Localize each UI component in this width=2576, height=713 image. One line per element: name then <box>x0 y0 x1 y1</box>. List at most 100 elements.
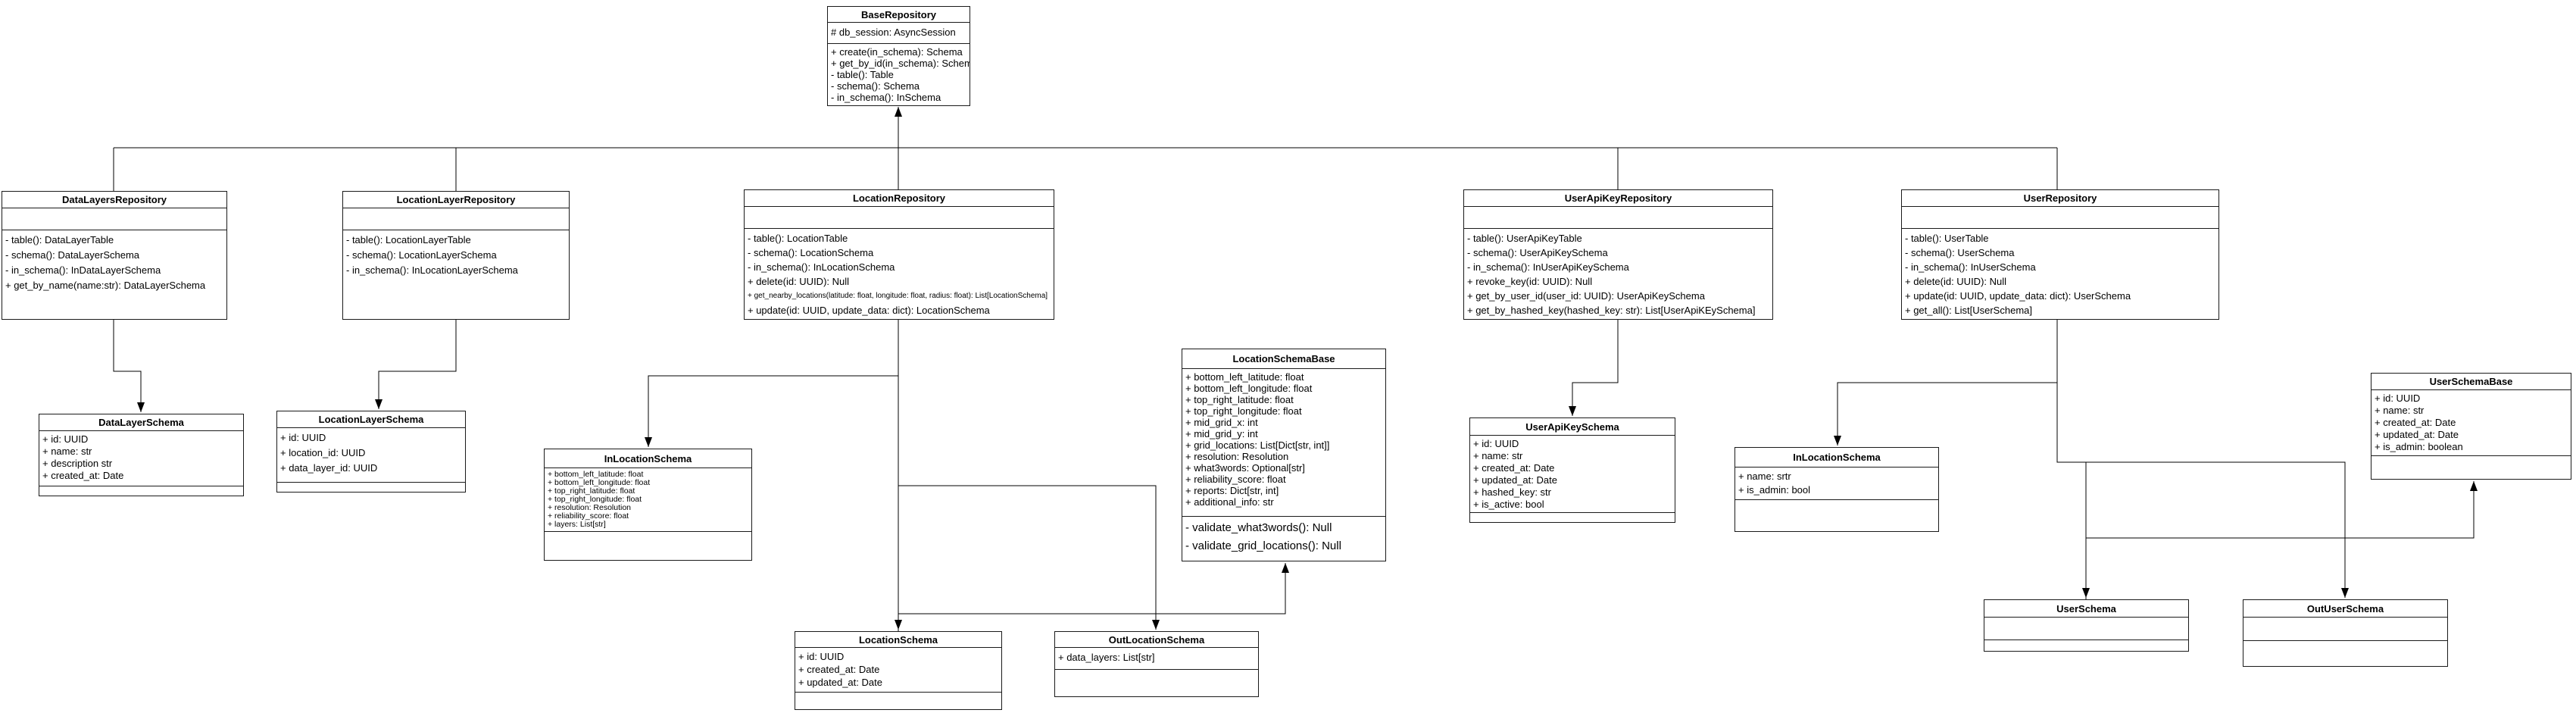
class-attribute: + updated_at: Date <box>798 677 882 688</box>
methods-section <box>1470 512 1675 522</box>
class-box-data-layer-schema[interactable]: DataLayerSchema+ id: UUID+ name: str+ de… <box>39 414 244 496</box>
class-title: LocationSchemaBase <box>1232 353 1335 364</box>
class-method: - table(): LocationTable <box>748 233 848 244</box>
class-attribute: + bottom_left_latitude: float <box>1185 371 1304 383</box>
class-box-location-layer-repository[interactable]: LocationLayerRepository- table(): Locati… <box>342 191 570 320</box>
class-method: - schema(): LocationLayerSchema <box>346 249 497 261</box>
class-method: - schema(): UserSchema <box>1905 247 2015 258</box>
methods-section: - table(): UserApiKeyTable - schema(): Us… <box>1464 228 1772 319</box>
class-method: - in_schema(): InUserApiKeySchema <box>1467 261 1629 273</box>
attributes-section <box>1902 206 2218 228</box>
class-attribute: + id: UUID <box>798 651 845 662</box>
class-method: + get_nearby_locations(latitude: float, … <box>748 292 1048 300</box>
class-attribute: + additional_info: str <box>1185 496 1274 508</box>
class-attribute: + is_admin: bool <box>1738 484 1811 496</box>
class-box-out-location-schema[interactable]: OutLocationSchema + data_layers: List[str… <box>1054 631 1259 697</box>
class-attribute: + name: str <box>1473 450 1523 461</box>
class-attribute: + top_right_longitude: float <box>548 496 642 504</box>
class-title: LocationLayerSchema <box>318 414 424 425</box>
class-attribute: + top_right_longitude: float <box>1185 405 1302 417</box>
class-method: - schema(): UserApiKeySchema <box>1467 247 1608 258</box>
class-attribute: + hashed_key: str <box>1473 486 1551 498</box>
class-attribute: + top_right_latitude: float <box>1185 394 1294 405</box>
class-attribute: + what3words: Optional[str] <box>1185 462 1305 474</box>
methods-section <box>2243 640 2447 666</box>
class-box-user-repository[interactable]: UserRepository - table(): UserTable - sche… <box>1901 189 2219 320</box>
class-box-location-schema[interactable]: LocationSchema+ id: UUID+ created_at: Da… <box>795 631 1002 710</box>
class-attribute: + name: str <box>42 446 92 457</box>
class-attribute: + data_layers: List[str] <box>1058 652 1155 663</box>
edge-userrepository-to-userschema <box>2056 320 2090 598</box>
class-attribute: + created_at: Date <box>42 470 124 481</box>
class-box-user-schema-base[interactable]: UserSchemaBase+ id: UUID+ name: str+ cre… <box>2371 373 2571 480</box>
class-title: UserRepository <box>2023 192 2097 204</box>
class-box-user-api-key-repository[interactable]: UserApiKeyRepository - table(): UserApiKe… <box>1463 189 1773 320</box>
class-attribute: + id: UUID <box>1473 438 1519 449</box>
class-box-in-location-schema[interactable]: InLocationSchema+ bottom_left_latitude: … <box>544 449 752 561</box>
attributes-section: + id: UUID+ name: str+ created_at: Date+… <box>2371 389 2571 455</box>
attributes-section: + id: UUID+ name: str+ description str+ … <box>39 430 243 486</box>
class-method: + delete(id: UUID): Null <box>748 276 850 287</box>
class-attribute: + location_id: UUID <box>280 447 366 458</box>
class-method: - in_schema(): InSchema <box>831 92 941 103</box>
attributes-section <box>745 206 1054 228</box>
attributes-section: + data_layers: List[str] <box>1055 647 1258 669</box>
class-method: + get_by_id(in_schema): Schema <box>831 58 970 69</box>
class-method: - table(): UserApiKeyTable <box>1467 233 1582 244</box>
attributes-section: + name: srtr+ is_admin: bool <box>1735 467 1938 499</box>
class-box-location-layer-schema[interactable]: LocationLayerSchema + id: UUID + location_… <box>276 411 466 493</box>
class-title: UserApiKeySchema <box>1525 421 1619 433</box>
class-method: + get_by_name(name:str): DataLayerSchema <box>5 280 206 291</box>
class-title: UserApiKeyRepository <box>1564 192 1672 204</box>
class-method: - schema(): DataLayerSchema <box>5 249 140 261</box>
edge-userapikeyrepository-to-userapikeyschema <box>1569 320 1619 416</box>
methods-section <box>1984 640 2188 651</box>
methods-section: - validate_what3words(): Null- validate_… <box>1182 516 1385 561</box>
class-title: OutUserSchema <box>2306 602 2384 614</box>
class-box-out-user-schema[interactable]: OutUserSchema <box>2243 599 2448 667</box>
class-method: - table(): UserTable <box>1905 233 1989 244</box>
class-attribute: + is_active: bool <box>1473 499 1544 510</box>
attributes-section <box>1984 617 2188 640</box>
class-method: + get_by_hashed_key(hashed_key: str): Li… <box>1467 305 1756 316</box>
class-attribute: + reports: Dict[str, int] <box>1185 485 1279 496</box>
class-attribute: + top_right_latitude: float <box>548 487 635 496</box>
attributes-section: + bottom_left_latitude: float+ bottom_le… <box>545 468 751 531</box>
class-attribute: + id: UUID <box>280 432 326 443</box>
attributes-section <box>1464 206 1772 228</box>
class-method: + get_by_user_id(user_id: UUID): UserApi… <box>1467 290 1705 302</box>
class-box-user-schema[interactable]: UserSchema <box>1984 599 2189 652</box>
class-title: OutLocationSchema <box>1108 633 1205 646</box>
class-title: LocationRepository <box>852 192 946 204</box>
class-box-in-location-schema-2[interactable]: InLocationSchema + name: srtr+ is_admin: … <box>1735 447 1939 532</box>
class-method: - in_schema(): InLocationSchema <box>748 261 895 273</box>
attributes-section: + id: UUID + created_at: Date + updated_at… <box>795 647 1001 692</box>
class-attribute: + bottom_left_latitude: float <box>548 471 644 479</box>
attributes-section <box>343 208 569 230</box>
class-method: + delete(id: UUID): Null <box>1905 276 2007 287</box>
methods-section <box>39 486 243 496</box>
edge-userrepository-to-outuserschema <box>2057 461 2349 598</box>
class-title: UserSchema <box>2056 602 2116 614</box>
edge-locationschema-to-locationschemabase <box>898 563 1289 631</box>
methods-section <box>1055 669 1258 696</box>
class-box-location-schema-base[interactable]: LocationSchemaBase + bottom_left_latitude… <box>1182 349 1386 561</box>
class-title: InLocationSchema <box>1793 452 1881 463</box>
class-box-location-repository[interactable]: LocationRepository - table(): LocationTab… <box>744 189 1054 320</box>
class-attribute: + is_admin: boolean <box>2375 441 2463 452</box>
class-title: LocationLayerRepository <box>396 194 516 205</box>
methods-section <box>277 482 465 492</box>
edge-userschema-to-userschemabase <box>2085 481 2478 599</box>
class-attribute: + resolution: Resolution <box>548 504 632 512</box>
class-title: BaseRepository <box>861 8 936 20</box>
class-attribute: + description str <box>42 458 113 469</box>
class-method: - validate_what3words(): Null <box>1185 521 1332 534</box>
class-box-user-api-key-schema[interactable]: UserApiKeySchema+ id: UUID+ name: str+ c… <box>1469 417 1675 523</box>
class-box-data-layers-repository[interactable]: DataLayersRepository- table(): DataLayer… <box>2 191 227 320</box>
edge-locationrepository-to-inlocationschema <box>645 320 899 447</box>
class-box-base-repository[interactable]: BaseRepository # db_session: AsyncSession… <box>827 6 970 106</box>
class-method: - table(): DataLayerTable <box>5 234 114 245</box>
class-attribute: # db_session: AsyncSession <box>831 27 956 38</box>
class-attribute: + created_at: Date <box>798 664 880 675</box>
